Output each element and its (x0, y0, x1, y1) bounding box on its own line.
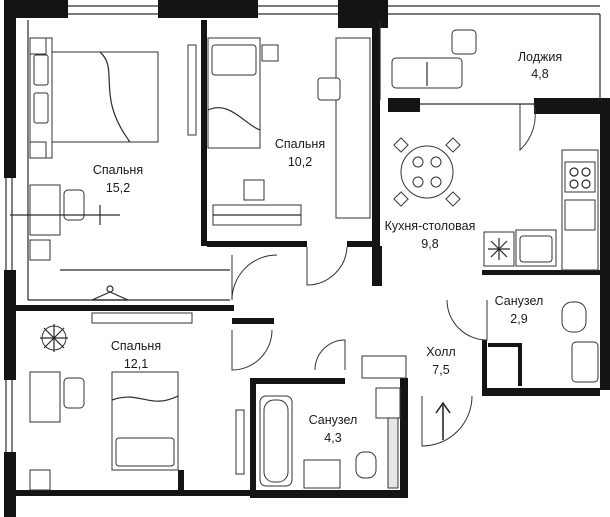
room-name: Санузел (309, 413, 358, 427)
room-name: Спальня (111, 339, 161, 353)
room-label-loggia: Лоджия 4,8 (518, 50, 562, 81)
room-label-bedroom-1: Спальня 15,2 (93, 163, 143, 195)
bedroom-2-furniture (207, 37, 371, 226)
room-label-bathroom-2: Санузел 4,3 (309, 413, 358, 445)
room-area: 2,9 (510, 312, 527, 326)
room-name: Кухня-столовая (385, 219, 476, 233)
room-area: 4,8 (531, 67, 548, 81)
room-area: 7,5 (432, 363, 449, 377)
room-area: 12,1 (124, 357, 148, 371)
room-label-kitchen: Кухня-столовая 9,8 (385, 219, 476, 251)
room-name: Санузел (495, 294, 544, 308)
room-area: 9,8 (421, 237, 438, 251)
room-label-hall: Холл 7,5 (426, 345, 455, 377)
room-label-bathroom-1: Санузел 2,9 (495, 294, 544, 326)
windows (5, 5, 601, 452)
entrance-arrow-icon (435, 401, 451, 440)
hanger-icon (91, 285, 129, 301)
snowflake-icon (483, 231, 515, 267)
bedroom-1-furniture (10, 37, 197, 261)
bedroom-3-furniture (29, 312, 273, 491)
kitchen-furniture (393, 137, 599, 271)
bathroom-1-furniture (446, 299, 599, 383)
bathroom-2-furniture (259, 339, 407, 489)
room-name: Спальня (275, 137, 325, 151)
plant-icon (40, 324, 68, 352)
room-label-bedroom-2: Спальня 10,2 (275, 137, 325, 169)
room-area: 4,3 (324, 431, 341, 445)
loggia-furniture (391, 29, 536, 152)
room-area: 10,2 (288, 155, 312, 169)
hall-doors (231, 246, 473, 447)
room-name: Лоджия (518, 50, 562, 64)
room-label-bedroom-3: Спальня 12,1 (111, 339, 161, 371)
room-area: 15,2 (106, 181, 130, 195)
room-name: Холл (426, 345, 455, 359)
room-name: Спальня (93, 163, 143, 177)
